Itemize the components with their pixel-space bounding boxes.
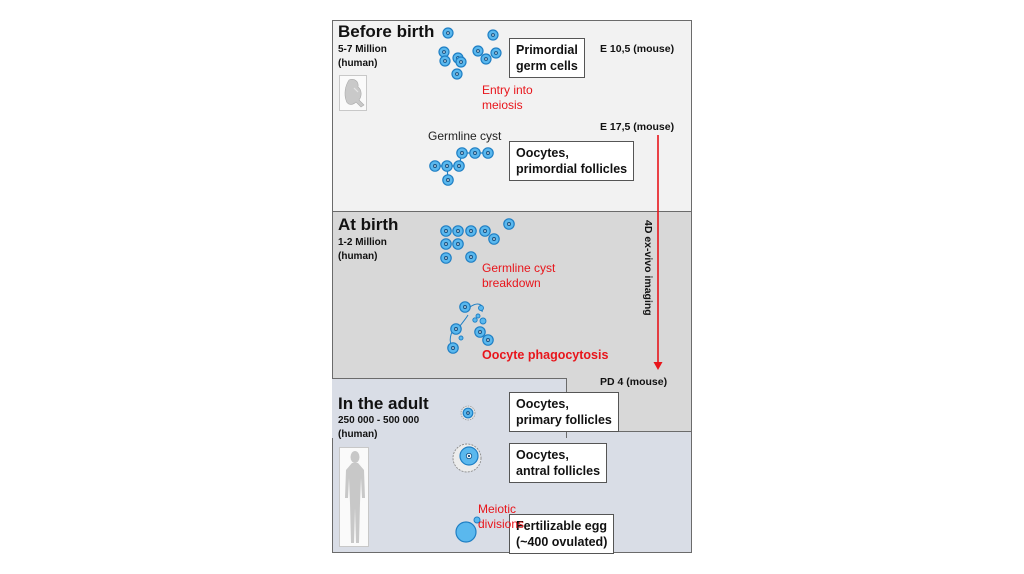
cell-nucleolus: [487, 152, 489, 154]
stage-species: (human): [338, 251, 378, 262]
stage-count: 5-7 Million: [338, 44, 387, 55]
box-line: germ cells: [516, 59, 578, 73]
cell-nucleolus: [467, 454, 471, 458]
cell-nucleolus: [461, 152, 463, 154]
cell-nucleolus: [456, 73, 458, 75]
event-meiotic-divisions: Meiotic divisions: [478, 502, 524, 532]
event-line: breakdown: [482, 276, 541, 290]
cell-nucleolus: [447, 32, 449, 34]
human-silhouette-icon: [339, 447, 369, 547]
cells-layer: [429, 27, 515, 543]
event-line: Entry into: [482, 83, 533, 97]
cell-nucleolus: [445, 230, 447, 232]
event-entry-into-meiosis: Entry into meiosis: [482, 83, 533, 113]
stage-species: (human): [338, 58, 378, 69]
box-line: primordial follicles: [516, 162, 628, 176]
label-box-primordial-germ-cells: Primordial germ cells: [509, 38, 585, 78]
box-line: Oocytes,: [516, 448, 569, 462]
cell-nucleolus: [474, 152, 476, 154]
imaging-label: 4D ex-vivo imaging: [642, 220, 654, 316]
oogenesis-figure: Before birth 5-7 Million (human) At birt…: [332, 20, 692, 554]
cell-nucleolus: [479, 331, 481, 333]
cell-nucleolus: [455, 328, 457, 330]
stage-title: Before birth: [338, 22, 435, 41]
box-line: primary follicles: [516, 413, 612, 427]
cell-nucleolus: [467, 412, 469, 414]
cell-nucleolus: [443, 51, 445, 53]
event-germline-cyst-breakdown: Germline cyst breakdown: [482, 261, 555, 291]
cell-nucleolus: [445, 257, 447, 259]
apoptotic-body: [458, 335, 464, 341]
label-box-fertilizable-egg: Fertilizable egg (~400 ovulated): [509, 514, 615, 554]
stage-title: At birth: [338, 215, 399, 234]
box-line: Oocytes,: [516, 397, 569, 411]
stage-count: 1-2 Million: [338, 237, 387, 248]
imaging-arrow: [653, 135, 663, 370]
cell-nucleolus: [457, 230, 459, 232]
cell-nucleolus: [457, 243, 459, 245]
cell-nucleolus: [444, 60, 446, 62]
stage-title: In the adult: [338, 394, 429, 413]
cell-nucleolus: [446, 165, 448, 167]
box-line: Primordial: [516, 43, 578, 57]
stage-count: 250 000 - 500 000: [338, 415, 420, 426]
timepoint-pd4: PD 4 (mouse): [600, 376, 668, 388]
cell-nucleolus: [477, 50, 479, 52]
label-box-primordial-follicles: Oocytes, primordial follicles: [509, 141, 635, 181]
cell-nucleolus: [508, 223, 510, 225]
arrow-head: [653, 362, 663, 370]
timepoint-e10-5: E 10,5 (mouse): [600, 43, 675, 55]
apoptotic-body: [472, 317, 478, 323]
cell-nucleolus: [470, 230, 472, 232]
apoptotic-body: [479, 317, 487, 325]
fetus-silhouette-icon: [339, 75, 367, 111]
event-line: divisions: [478, 517, 525, 531]
egg-icon: [455, 521, 477, 543]
stage-species: (human): [338, 429, 378, 440]
cell-nucleolus: [493, 238, 495, 240]
apoptotic-body: [475, 313, 481, 319]
cell-nucleolus: [492, 34, 494, 36]
polar-body-icon: [473, 516, 481, 524]
box-line: Oocytes,: [516, 146, 569, 160]
apoptotic-body: [478, 305, 484, 311]
cell-nucleolus: [464, 306, 466, 308]
cell-nucleolus: [495, 52, 497, 54]
cell-nucleolus: [485, 58, 487, 60]
box-line: antral follicles: [516, 464, 601, 478]
event-line: Germline cyst: [482, 261, 556, 275]
event-oocyte-phagocytosis: Oocyte phagocytosis: [482, 348, 609, 362]
box-line: Fertilizable egg: [516, 519, 607, 533]
box-line: (~400 ovulated): [516, 535, 608, 549]
cell-nucleolus: [484, 230, 486, 232]
label-box-primary-follicles: Oocytes, primary follicles: [509, 392, 619, 432]
cell-nucleolus: [447, 179, 449, 181]
cell-nucleolus: [460, 61, 462, 63]
germline-cyst-label: Germline cyst: [428, 129, 502, 143]
label-box-antral-follicles: Oocytes, antral follicles: [509, 443, 608, 483]
event-line: Meiotic: [478, 502, 517, 516]
event-line: meiosis: [482, 98, 523, 112]
cell-nucleolus: [445, 243, 447, 245]
cell-nucleolus: [452, 347, 454, 349]
cell-nucleolus: [487, 339, 489, 341]
cell-nucleolus: [470, 256, 472, 258]
timepoint-e17-5: E 17,5 (mouse): [600, 121, 675, 133]
cell-nucleolus: [434, 165, 436, 167]
cell-nucleolus: [458, 165, 460, 167]
